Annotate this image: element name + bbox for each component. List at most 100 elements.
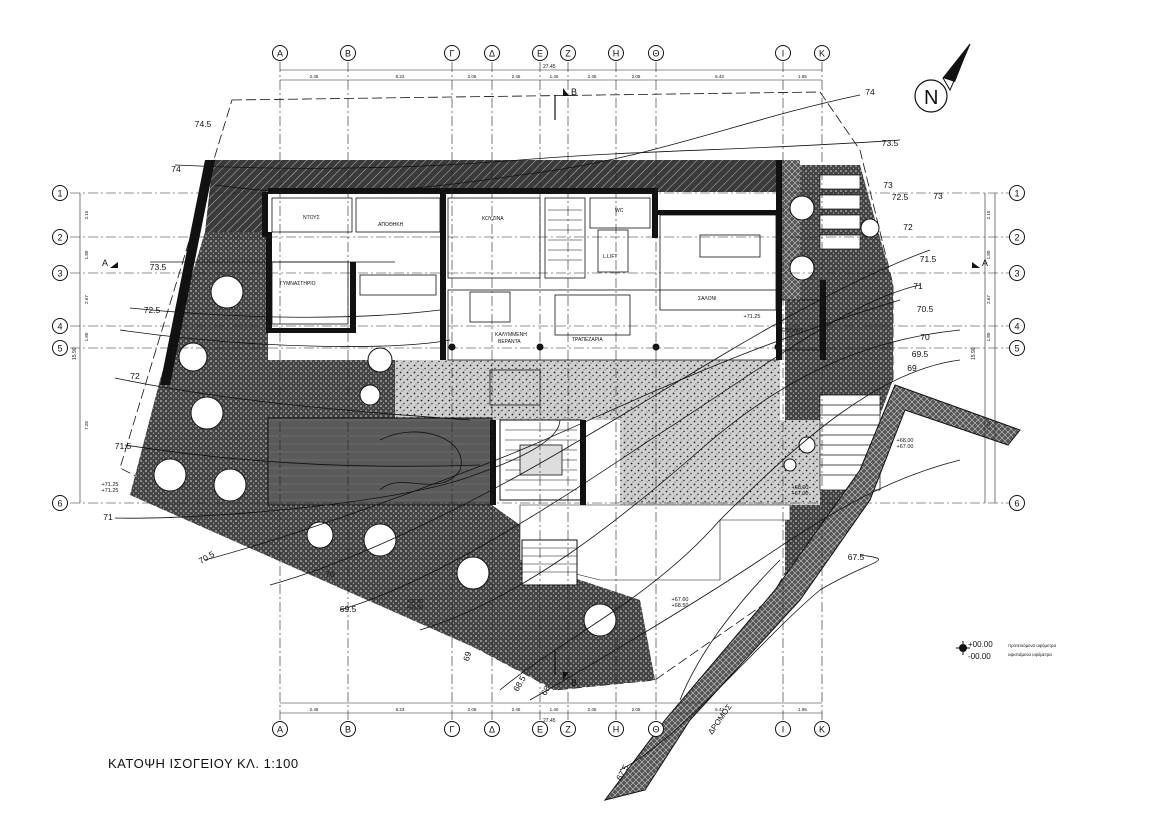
grid-col-label-bottom: Ι	[782, 725, 785, 735]
contour-label: 68.5	[511, 674, 528, 694]
grid-row-label-left: 6	[57, 499, 62, 509]
grid-bubble-bottom	[444, 721, 460, 737]
dim-bottom: 5.23	[396, 707, 405, 712]
room-entrance: ΕΙΣΟΔΟΣ	[782, 328, 804, 334]
legend-existing-level: -00.00	[968, 652, 991, 661]
room-living: ΣΑΛΟΝΙ	[698, 296, 717, 302]
grid-bubble-right	[1009, 185, 1025, 201]
level-label: +69.50	[407, 599, 424, 605]
grid-col-label-top: Ζ	[565, 49, 571, 59]
room-wc: WC	[615, 208, 624, 214]
grid-bubble-left	[52, 229, 68, 245]
grid-bubble-top	[340, 45, 356, 61]
ne-steps	[819, 174, 861, 250]
grid-col-label-top: Η	[613, 49, 620, 59]
terrace-paving	[395, 290, 820, 505]
level-label: +67.60	[672, 597, 689, 603]
grid-bubble-top	[608, 45, 624, 61]
dim-top: 5.23	[396, 74, 405, 79]
grid-bubble-right	[1009, 340, 1025, 356]
dim-top: 2.45	[588, 74, 597, 79]
grid-bubble-top	[814, 45, 830, 61]
grid-bubble-left	[52, 340, 68, 356]
room-storage: ΑΠΟΘΗΚΗ	[378, 222, 404, 228]
contour-label: 72	[903, 222, 913, 232]
grid-row-label-left: 1	[57, 189, 62, 199]
dim-top: 2.05	[632, 74, 641, 79]
dim-top: 2.05	[468, 74, 477, 79]
grid-row-label-right: 3	[1014, 269, 1019, 279]
grid-bubble-bottom	[340, 721, 356, 737]
contour-label: 70.5	[197, 549, 217, 566]
dim-right: 2.67	[986, 295, 991, 304]
grid-row-label-left: 3	[57, 269, 62, 279]
grid-bubble-left	[52, 185, 68, 201]
contour-label: 74	[171, 164, 181, 174]
contour-label: 73.5	[150, 262, 167, 272]
contour-label: 72.5	[144, 305, 161, 315]
section-a-left: Α	[102, 258, 108, 268]
grid-row-label-right: 1	[1014, 189, 1019, 199]
grid-bubble-top	[272, 45, 288, 61]
grid-bubble-bottom	[484, 721, 500, 737]
grid-col-label-top: Γ	[450, 49, 455, 59]
outdoor-stairs	[521, 539, 578, 586]
dim-top: 1.95	[798, 74, 807, 79]
section-b-top: Β	[571, 87, 577, 97]
grid-bubble-top	[532, 45, 548, 61]
level-label: +67.00	[792, 491, 809, 497]
dim-top: 6.43	[715, 74, 724, 79]
dim-right: 7.28	[986, 421, 991, 430]
legend-marks	[956, 641, 970, 655]
grid-col-label-bottom: Κ	[819, 725, 825, 735]
dim-left: 7.28	[84, 421, 89, 430]
grid-bubble-bottom	[272, 721, 288, 737]
retaining-band-north	[205, 160, 782, 232]
grid-bubble-top	[648, 45, 664, 61]
grid-bubble-top	[484, 45, 500, 61]
dim-top: 2.45	[512, 74, 521, 79]
dim-bottom: 6.43	[715, 707, 724, 712]
grid-col-label-top: Α	[277, 49, 283, 59]
dim-top: 1.40	[550, 74, 559, 79]
level-label: +71.25	[102, 482, 119, 488]
contour-label: 71	[103, 512, 113, 522]
level-label: +68.00	[792, 485, 809, 491]
grid-row-label-right: 2	[1014, 233, 1019, 243]
legend-existing-text: υφιστάμενα υψόμετρα	[1008, 651, 1052, 657]
grid-row-label-right: 6	[1014, 499, 1019, 509]
grid-bubble-left	[52, 265, 68, 281]
grid-bubble-right	[1009, 229, 1025, 245]
room-dining: ΤΡΑΠΕΖΑΡΙΑ	[572, 337, 603, 343]
pool	[267, 417, 493, 506]
contour-label: 72.5	[892, 192, 909, 202]
contour-label: 71	[913, 281, 923, 291]
road	[603, 384, 1021, 801]
grid-col-label-top: Κ	[819, 49, 825, 59]
level-label: +68.00	[897, 438, 914, 444]
partitions	[271, 197, 821, 406]
grid-col-label-bottom: Δ	[489, 725, 495, 735]
grid-col-label-bottom: Β	[345, 725, 351, 735]
grid-bubble-left	[52, 318, 68, 334]
contour-label: 70.5	[917, 304, 934, 314]
section-a-right: Α	[982, 258, 988, 268]
dim-bottom: 2.45	[310, 707, 319, 712]
contour-label: 67.5	[614, 763, 631, 783]
grid-col-label-top: Ε	[537, 49, 543, 59]
contour-label: 69.5	[912, 349, 929, 359]
level-label: +71.25	[102, 488, 119, 494]
grid-bubble-bottom	[648, 721, 664, 737]
grid-col-label-top: Δ	[489, 49, 495, 59]
grid-bubble-top	[444, 45, 460, 61]
grid-bubble-left	[52, 495, 68, 511]
room-veranda-2: ΒΕΡΑΝΤΑ	[498, 339, 521, 345]
grid-col-label-bottom: Ζ	[565, 725, 571, 735]
contour-label: 70	[325, 569, 335, 579]
grid-bubble-bottom	[814, 721, 830, 737]
dim-bottom: 2.05	[468, 707, 477, 712]
level-label: +67.00	[897, 444, 914, 450]
level-label: +68.50	[672, 603, 689, 609]
section-markers	[110, 88, 980, 680]
